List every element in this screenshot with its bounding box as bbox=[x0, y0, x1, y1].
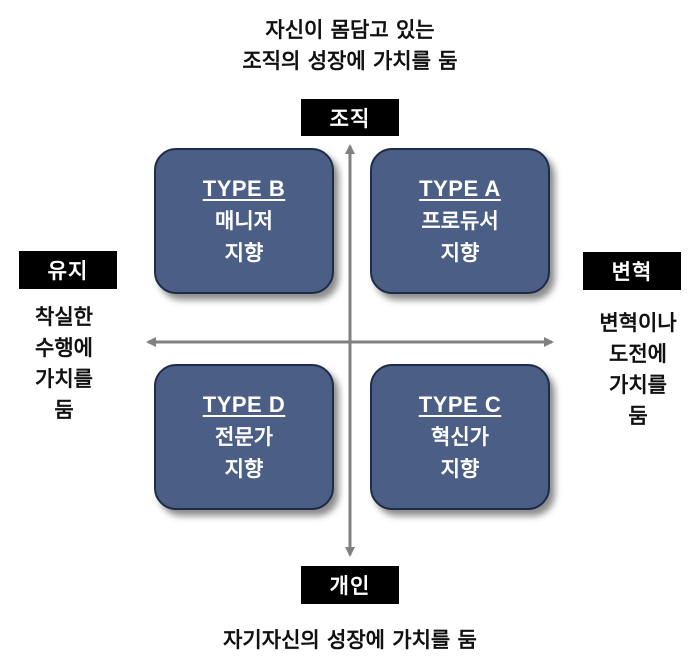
quadrant-subtitle: 지향 bbox=[224, 457, 264, 481]
quadrant-top-left: TYPE B 매니저 지향 bbox=[154, 148, 334, 294]
quadrant-top-right: TYPE A 프로듀서 지향 bbox=[370, 148, 550, 294]
quadrant-bottom-left: TYPE D 전문가 지향 bbox=[154, 364, 334, 510]
axis-label-top: 조직 bbox=[301, 99, 399, 136]
top-caption: 자신이 몸담고 있는 조직의 성장에 가치를 둠 bbox=[170, 15, 530, 77]
quadrant-type: TYPE B bbox=[202, 176, 286, 201]
quadrant-type: TYPE C bbox=[418, 392, 502, 417]
quadrant-subtitle: 지향 bbox=[440, 241, 480, 265]
quadrant-title: 매니저 bbox=[215, 209, 273, 233]
top-caption-line-2: 조직의 성장에 가치를 둠 bbox=[242, 49, 458, 73]
right-caption: 변혁이나 도전에 가치를 둠 bbox=[580, 308, 696, 432]
axis-label-left: 유지 bbox=[19, 251, 117, 289]
left-caption: 착실한 수행에 가치를 둠 bbox=[14, 302, 114, 426]
quadrant-subtitle: 지향 bbox=[440, 457, 480, 481]
right-caption-line-1: 변혁이나 bbox=[599, 311, 677, 335]
quadrant-bottom-right: TYPE C 혁신가 지향 bbox=[370, 364, 550, 510]
left-caption-line-3: 가치를 bbox=[35, 367, 93, 391]
bottom-caption-line: 자기자신의 성장에 가치를 둠 bbox=[223, 628, 477, 652]
quadrant-type: TYPE D bbox=[202, 392, 286, 417]
axis-label-bottom: 개인 bbox=[301, 566, 399, 604]
left-caption-line-2: 수행에 bbox=[35, 336, 93, 360]
quadrant-title: 전문가 bbox=[215, 425, 273, 449]
axis-label-right: 변혁 bbox=[583, 252, 681, 290]
quadrant-title: 혁신가 bbox=[431, 425, 489, 449]
right-caption-line-3: 가치를 bbox=[609, 373, 667, 397]
quadrant-type: TYPE A bbox=[419, 176, 501, 201]
quadrant-subtitle: 지향 bbox=[224, 241, 264, 265]
quadrant-title: 프로듀서 bbox=[421, 209, 499, 233]
left-caption-line-1: 착실한 bbox=[35, 305, 93, 329]
left-caption-line-4: 둠 bbox=[54, 398, 74, 422]
right-caption-line-2: 도전에 bbox=[609, 342, 667, 366]
top-caption-line-1: 자신이 몸담고 있는 bbox=[265, 18, 435, 42]
bottom-caption: 자기자신의 성장에 가치를 둠 bbox=[150, 625, 550, 656]
right-caption-line-4: 둠 bbox=[628, 404, 648, 428]
